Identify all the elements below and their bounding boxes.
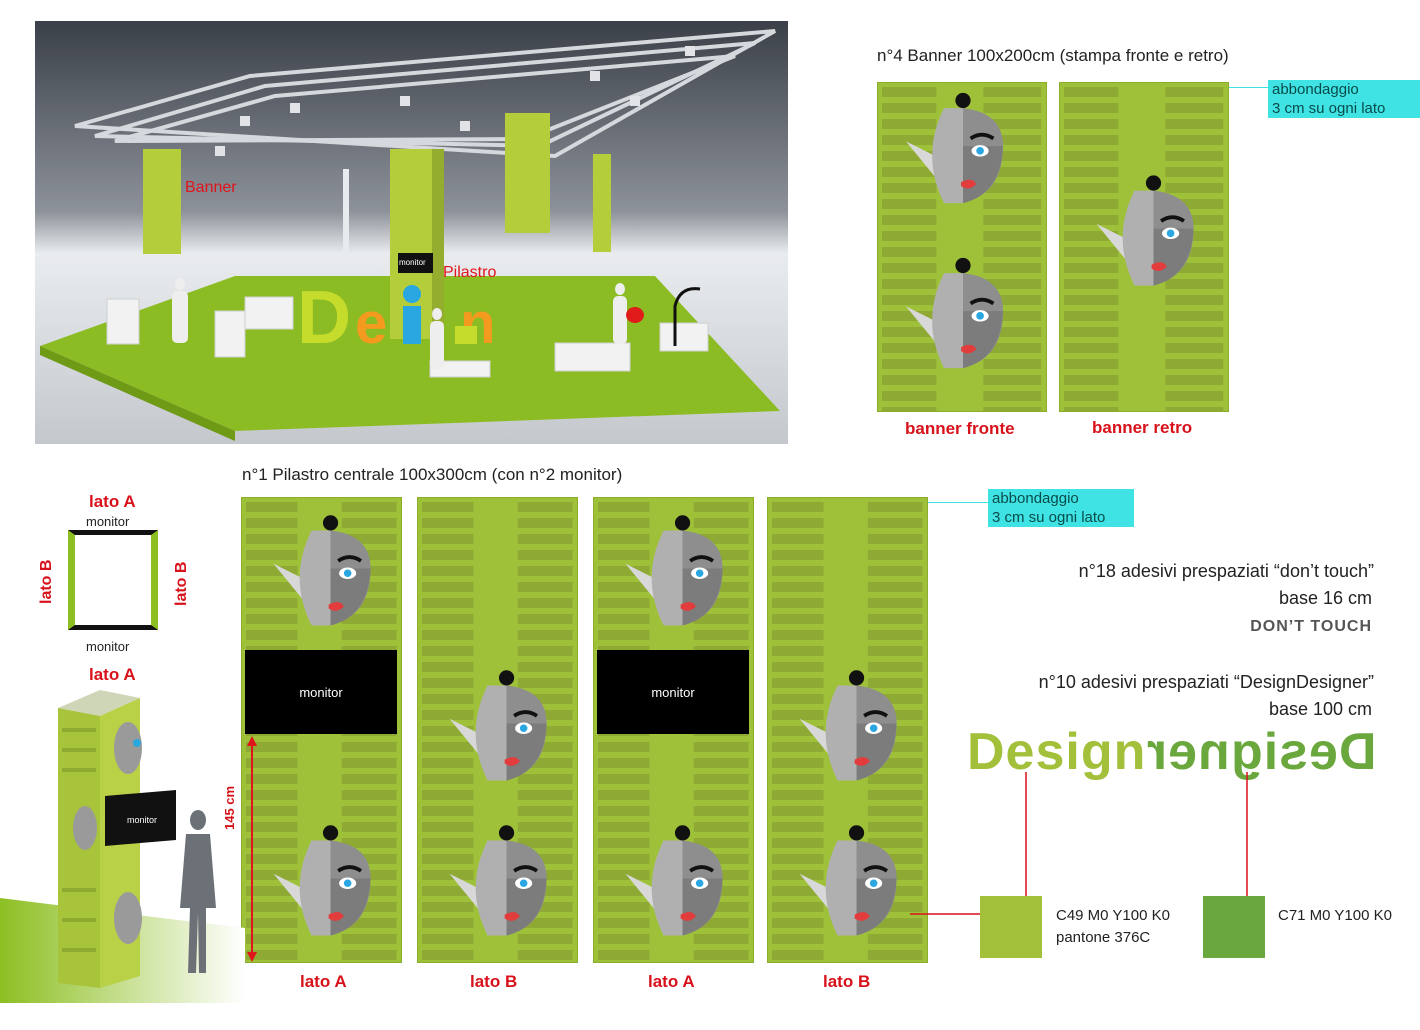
plan-bottom-label: lato A	[89, 665, 136, 684]
scene-label-pillar: Pilastro	[443, 264, 497, 281]
banner-front-panel	[877, 82, 1047, 412]
side-label-3: lato A	[648, 972, 695, 991]
pillar-monitor	[398, 253, 433, 273]
pillar-bleed-line1: abbondaggio	[992, 490, 1079, 507]
pillar-side-4	[767, 497, 928, 963]
pillar-monitor-2: monitor	[597, 650, 749, 734]
hanging-banner	[143, 149, 181, 254]
designdesigner-logo: DesignDesigner	[967, 722, 1377, 782]
letter-i	[403, 306, 421, 344]
letter-e: e	[355, 291, 387, 356]
dont-touch-base: base 16 cm	[1278, 588, 1372, 608]
pillar-bleed-leader	[928, 502, 990, 503]
scene-label-banner: Banner	[185, 179, 237, 196]
banner-bleed-note: abbondaggio 3 cm su ogni lato	[1268, 80, 1420, 118]
dont-touch-title: n°18 adesivi prespaziati “don’t touch”	[1078, 561, 1374, 581]
scene-label-monitor: monitor	[399, 258, 426, 267]
side-label-2: lato B	[470, 972, 518, 991]
pillar-bleed-line2: 3 cm su ogni lato	[992, 509, 1106, 526]
face-illustration	[799, 825, 897, 936]
pillar-monitor-1: monitor	[245, 650, 397, 734]
face-illustration	[906, 92, 1004, 204]
plan-monitor-bottom: monitor	[86, 639, 130, 654]
stand-render-svg: D e n	[35, 21, 788, 444]
pillar-section-title: n°1 Pilastro centrale 100x300cm (con n°2…	[242, 465, 623, 484]
truss-frame	[74, 29, 776, 159]
banner-front-label: banner fronte	[905, 419, 1015, 438]
plan-square	[68, 530, 158, 630]
letter-D: D	[297, 275, 351, 359]
pillar-bleed-note: abbondaggio 3 cm su ogni lato	[988, 489, 1134, 527]
side-label-1: lato A	[300, 972, 347, 991]
banner-back-panel	[1059, 82, 1229, 412]
logo-design-word: Design	[967, 723, 1147, 781]
column-mockup	[0, 690, 245, 1003]
color-swatch-1-text: C49 M0 Y100 K0 pantone 376C	[1056, 905, 1170, 949]
color-swatch-2-text: C71 M0 Y100 K0	[1278, 907, 1392, 924]
face-illustration	[799, 670, 897, 781]
plan-left-label: lato B	[38, 559, 55, 604]
dimension-arrow	[247, 736, 257, 962]
face-illustration	[625, 825, 723, 936]
plan-top-label: lato A	[89, 492, 136, 511]
design-sticker-title: n°10 adesivi prespaziati “DesignDesigner…	[1038, 672, 1374, 692]
side-label-4: lato B	[823, 972, 871, 991]
banner-section-title: n°4 Banner 100x200cm (stampa fronte e re…	[877, 46, 1229, 65]
banner-bleed-leader	[1229, 87, 1269, 88]
color-swatch-1	[980, 896, 1042, 958]
pillar-side-2	[417, 497, 578, 963]
banner-front-art	[882, 87, 1042, 411]
banner-back-label: banner retro	[1092, 418, 1193, 437]
color-leader-lines	[910, 772, 1248, 915]
pillar-side-2-art	[422, 502, 573, 960]
face-illustration	[906, 257, 1004, 369]
face-illustration	[449, 670, 547, 781]
face-illustration	[273, 825, 371, 936]
swatch1-pantone: pantone 376C	[1056, 929, 1151, 946]
pillar-side-4-art	[772, 502, 923, 960]
banner-back-art	[1064, 87, 1224, 411]
letter-n: n	[460, 291, 495, 356]
face-illustration	[625, 515, 723, 626]
face-illustration	[1096, 175, 1194, 286]
column-monitor-label: monitor	[127, 815, 158, 825]
face-illustration	[273, 515, 371, 626]
stand-render: D e n Banner Pilastro monitor	[35, 21, 788, 444]
face-illustration	[449, 825, 547, 936]
plan-right-label: lato B	[173, 561, 190, 606]
design-sticker-base: base 100 cm	[1268, 699, 1372, 719]
banner-bleed-line1: abbondaggio	[1272, 81, 1359, 98]
pillar-side-3-art	[598, 502, 749, 960]
color-swatch-2	[1203, 896, 1265, 958]
swatch1-cmyk: C49 M0 Y100 K0	[1056, 907, 1170, 924]
dont-touch-sticker: DON’T TOUCH	[1250, 618, 1372, 635]
banner-bleed-line2: 3 cm su ogni lato	[1272, 100, 1386, 117]
plan-monitor-top: monitor	[86, 514, 130, 529]
